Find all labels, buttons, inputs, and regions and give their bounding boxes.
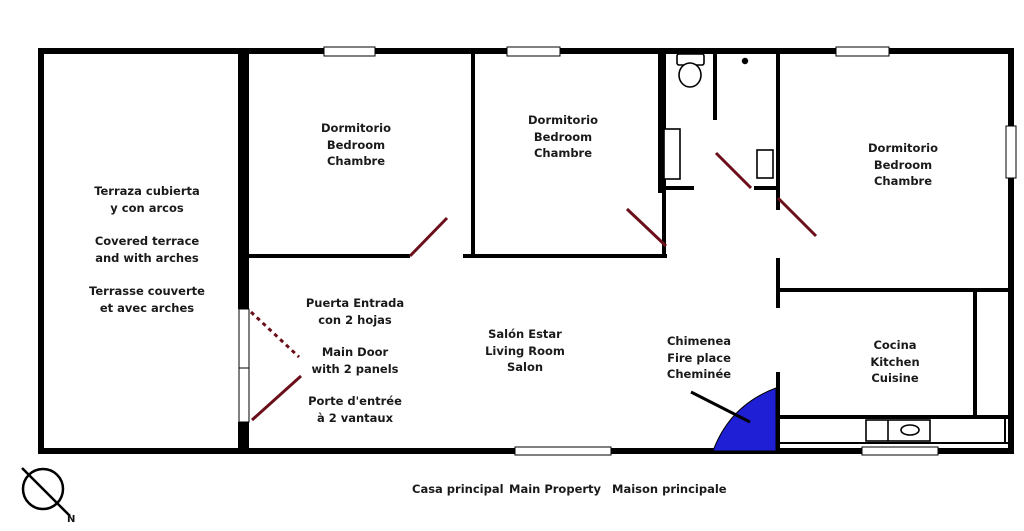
kitchen-label: Cocina Kitchen Cuisine [870,338,920,385]
caption-en: Main Property [509,482,602,496]
door-bedroom-3 [776,196,818,238]
kitchen-counter [780,415,1009,444]
doors [249,151,818,422]
bedroom-3-label: Dormitorio Bedroom Chambre [868,141,938,188]
fireplace-label: Chimenea Fire place Cheminée [666,334,732,381]
terrace-label: Terraza cubierta y con arcos Covered ter… [89,184,205,315]
window [861,446,939,456]
windows [238,46,1017,456]
entrance-label: Puerta Entrada con 2 hojas Main Door wit… [305,296,405,425]
sink-icon [865,419,931,442]
caption-es: Casa principal [412,482,504,496]
door-bathroom [714,151,753,190]
terrace-window [238,367,250,423]
bedroom-1-label: Dormitorio Bedroom Chambre [321,121,391,168]
compass-icon [21,467,71,517]
window [514,446,612,456]
toilet-icon [676,53,705,88]
interior-walls [249,51,1011,451]
main-door-panel [250,374,303,422]
caption-fr: Maison principale [612,482,727,496]
main-door-panel-dotted [249,310,301,359]
window [835,46,890,57]
door-bedroom-1 [408,216,449,258]
window [1005,125,1017,179]
shower-drain-icon [741,57,749,65]
fireplace-pointer [690,390,751,424]
bathroom-fixtures [663,128,774,180]
terrace-wall [238,51,249,451]
window [506,46,561,57]
living-room-label: Salón Estar Living Room Salon [485,327,565,374]
bedroom-2-label: Dormitorio Bedroom Chambre [528,113,598,160]
door-bedroom-2 [625,207,668,248]
window [323,46,376,57]
compass-north-label: N [67,514,76,525]
terrace-window [238,308,250,369]
